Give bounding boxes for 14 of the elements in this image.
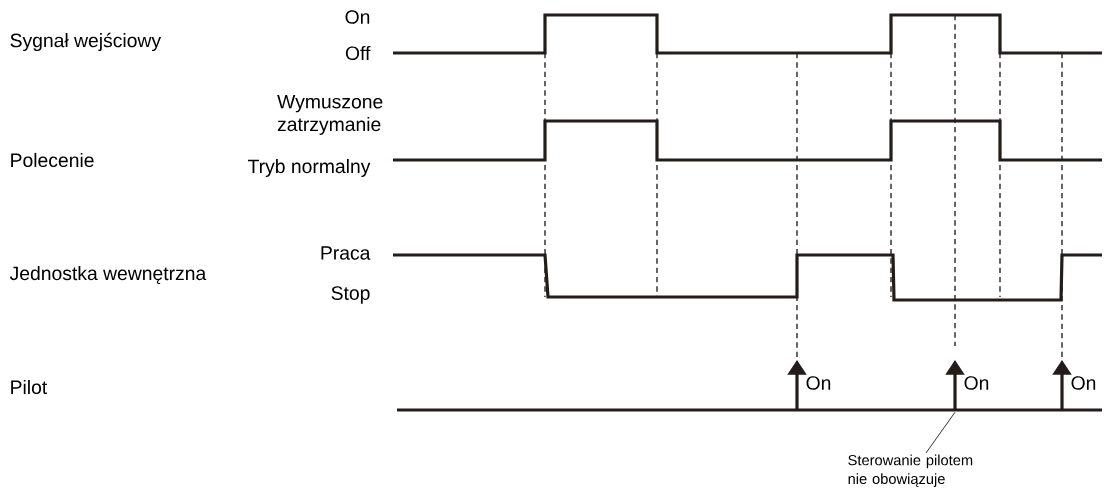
pulse-label: On (806, 376, 831, 390)
pulse-label: On (1071, 376, 1096, 390)
signal-name: Pilot (11, 379, 48, 395)
state-label: Tryb normalny (248, 159, 371, 177)
signal-name: Polecenie (11, 152, 94, 168)
note-text: Sterowanie pilotem nie obowiązuje (848, 454, 973, 487)
signal-name: Jednostka wewnętrzna (9, 265, 207, 284)
state-label: Praca (321, 246, 371, 260)
leader-line (925, 411, 956, 454)
state-label: Stop (331, 286, 370, 304)
state-label: On (345, 10, 370, 24)
signal-name: Sygnał wejściowy (10, 32, 162, 52)
state-label: Off (345, 45, 371, 61)
state-label: Wymuszone zatrzymanie (277, 95, 383, 135)
